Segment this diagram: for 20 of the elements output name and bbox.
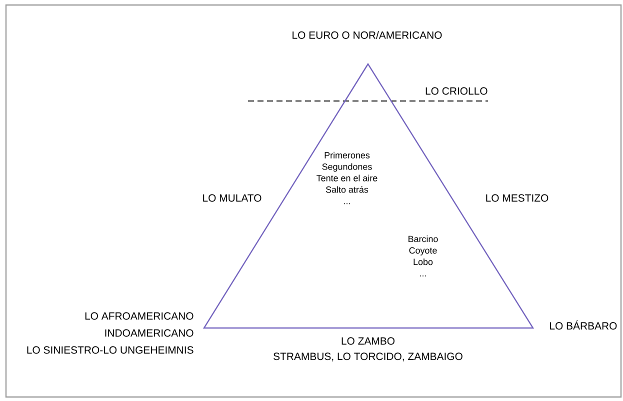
node-label: Barcino bbox=[408, 236, 438, 242]
node-label: Segundones bbox=[322, 163, 372, 172]
label: LO MULATO bbox=[203, 194, 262, 202]
node-label: Lobo bbox=[414, 258, 433, 266]
label: LO MESTIZO bbox=[486, 194, 548, 202]
label: LO AFROAMERICANO bbox=[85, 312, 194, 320]
label: INDOAMERICANO bbox=[105, 329, 194, 337]
label: LO BÁRBARO bbox=[550, 320, 617, 330]
label: LO EURO O NOR/AMERICANO bbox=[292, 31, 442, 39]
label: STRAMBUS, LO TORCIDO, ZAMBAIGO bbox=[274, 352, 462, 362]
node-label: Coyote bbox=[409, 247, 437, 256]
item-list: Primerones Segundones Tente en el aire Salto atrás ... bbox=[316, 152, 378, 204]
node-label: Primerones bbox=[324, 152, 370, 158]
node-label: ... bbox=[420, 275, 426, 276]
label: LO SINIESTRO-LO UNGEHEIMNIS bbox=[27, 346, 194, 354]
label: LO CRIOLLO bbox=[426, 87, 488, 95]
node-label: Tente en el aire bbox=[316, 174, 378, 182]
item-list: Barcino Coyote Lobo ... bbox=[408, 236, 438, 276]
node-label: ... bbox=[344, 203, 350, 204]
node-label: Salto atrás bbox=[326, 186, 368, 193]
